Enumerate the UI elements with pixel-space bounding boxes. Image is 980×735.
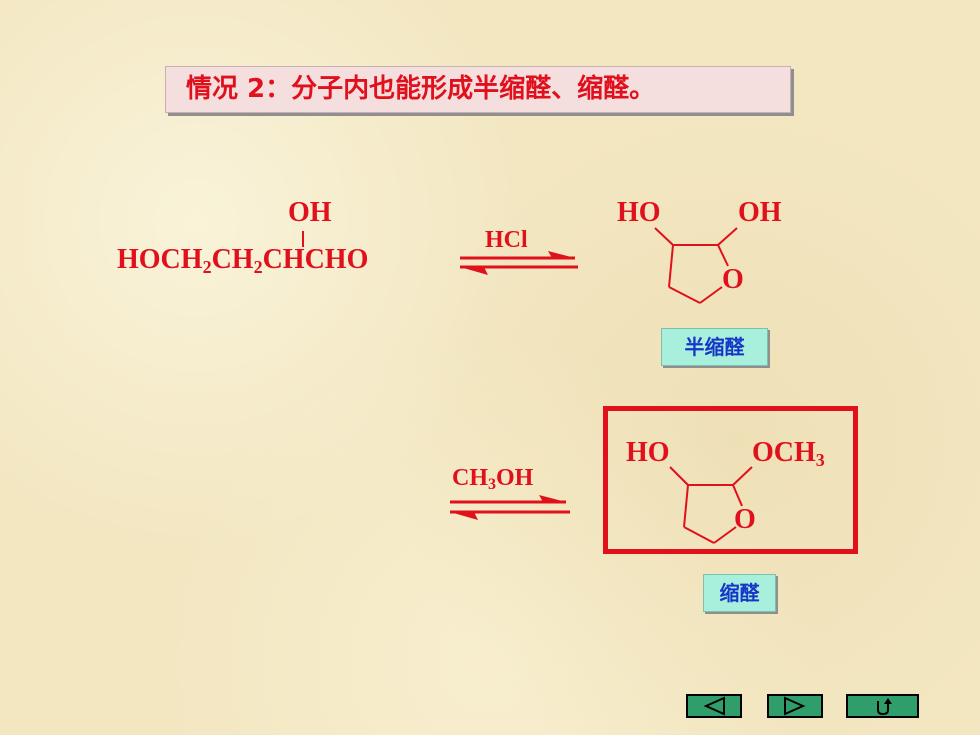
reagent-sub: 3 [488,476,496,493]
reactant-oh: OH [288,197,332,228]
triangle-left-icon [703,696,725,716]
acetal-ring-o: O [734,504,756,535]
return-button[interactable] [846,694,919,718]
reagent-methanol: CH3OH [452,465,533,494]
prev-button[interactable] [686,694,742,718]
acetal-highlight-frame [603,406,858,554]
acetal-ho: HO [626,437,670,468]
reactant-formula: HOCH2CH2CHCHO [117,244,368,278]
acetal-och3: OCH3 [752,437,825,471]
acetal-och: OCH [752,437,816,468]
slide-title: 情况 2：分子内也能形成半缩醛、缩醛。 [165,66,791,113]
hemiacetal-ring-o: O [722,264,744,295]
reagent-oh: OH [496,465,534,491]
formula-part-2: CH [211,244,254,275]
triangle-right-icon [784,696,806,716]
equilibrium-arrow-2 [450,495,570,520]
equilibrium-arrow-1 [460,251,578,275]
acetal-och-sub: 3 [815,450,825,470]
acetal-label: 缩醛 [703,574,776,612]
reagent-hcl: HCl [485,227,528,253]
return-arrow-icon [877,698,892,716]
reagent-ch: CH [452,465,488,491]
acetal-ring [669,466,753,544]
formula-part-1: HOCH [117,244,203,275]
hemiacetal-oh: OH [738,197,782,228]
formula-sub-1: 2 [202,257,212,277]
hemiacetal-ring [654,227,738,304]
hemiacetal-label: 半缩醛 [661,328,768,366]
hemiacetal-ho: HO [617,197,661,228]
formula-part-3: CHCHO [262,244,369,275]
next-button[interactable] [767,694,823,718]
formula-sub-2: 2 [253,257,263,277]
